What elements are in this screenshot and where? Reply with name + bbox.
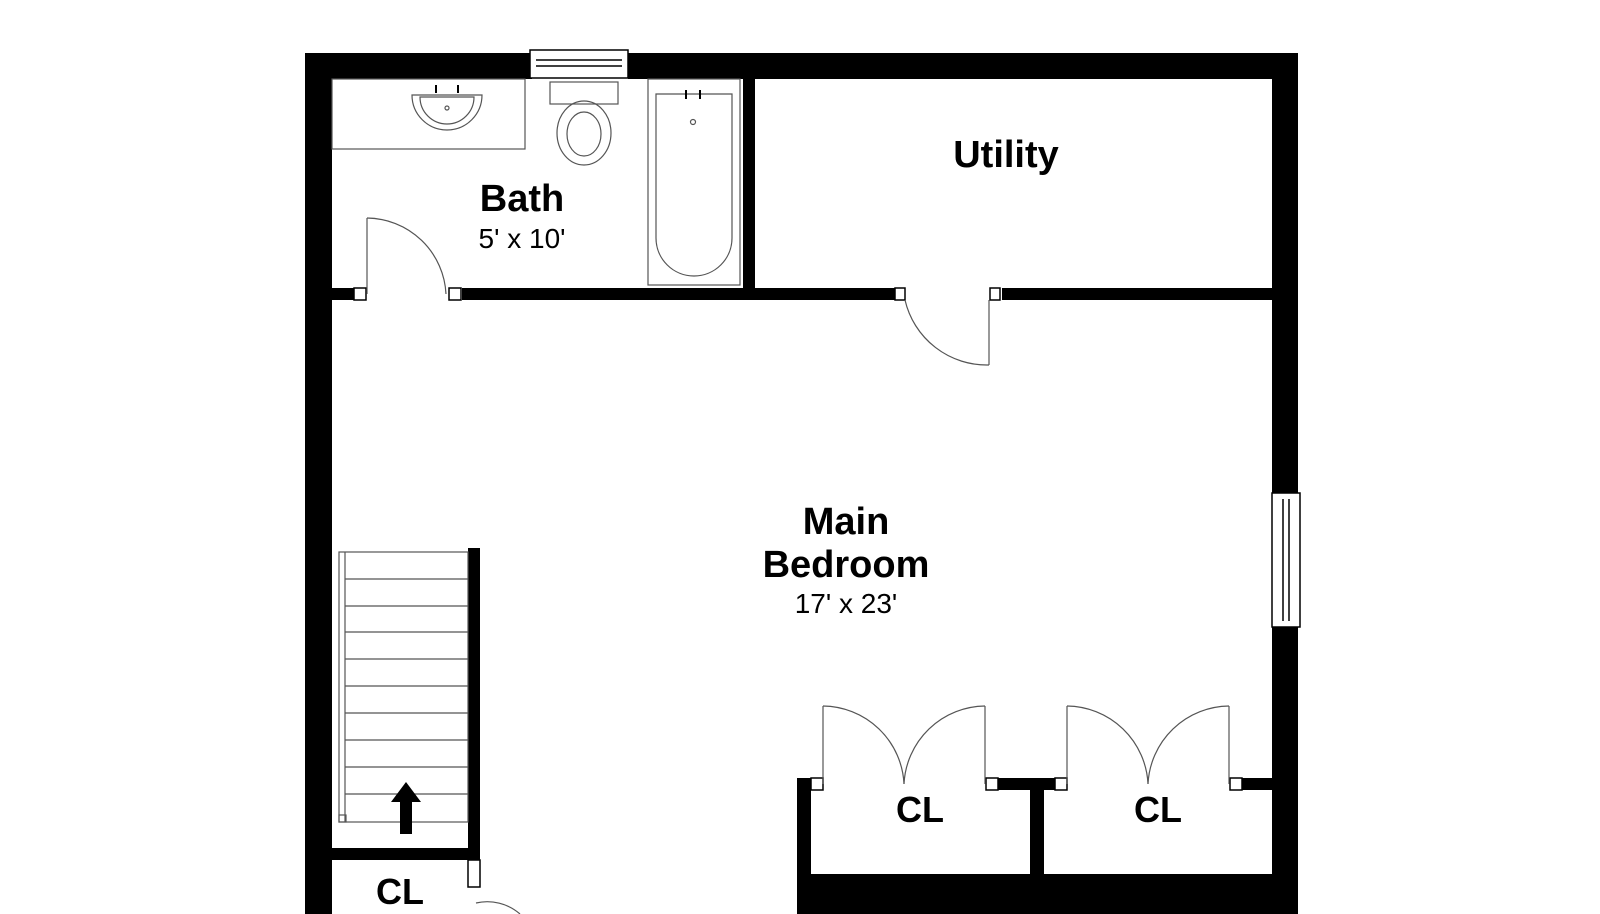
main-bedroom-label-line2: Bedroom [763, 544, 930, 586]
door-jambs [353, 287, 1243, 888]
door-swing-icon[interactable] [366, 217, 1230, 914]
sink-icon [411, 85, 483, 131]
interior-walls [332, 79, 1272, 914]
main-bedroom-dimensions: 17' x 23' [795, 588, 898, 619]
vanity-counter [331, 78, 526, 150]
toilet-icon [549, 81, 619, 166]
staircase [338, 551, 469, 823]
stair-up-arrow-icon [391, 782, 421, 834]
bath-dimensions: 5' x 10' [479, 223, 566, 254]
closet-stair-label: CL [376, 871, 424, 912]
closet-right-label: CL [1134, 789, 1182, 830]
outer-walls [305, 53, 1298, 914]
utility-label: Utility [953, 134, 1059, 176]
bathtub-icon [647, 78, 741, 286]
bath-fixtures [331, 78, 741, 286]
window-icon [1271, 492, 1301, 628]
closet-mid-label: CL [896, 789, 944, 830]
window-icon [529, 49, 629, 79]
main-bedroom-label-line1: Main [803, 501, 890, 543]
bath-label: Bath [480, 178, 564, 220]
